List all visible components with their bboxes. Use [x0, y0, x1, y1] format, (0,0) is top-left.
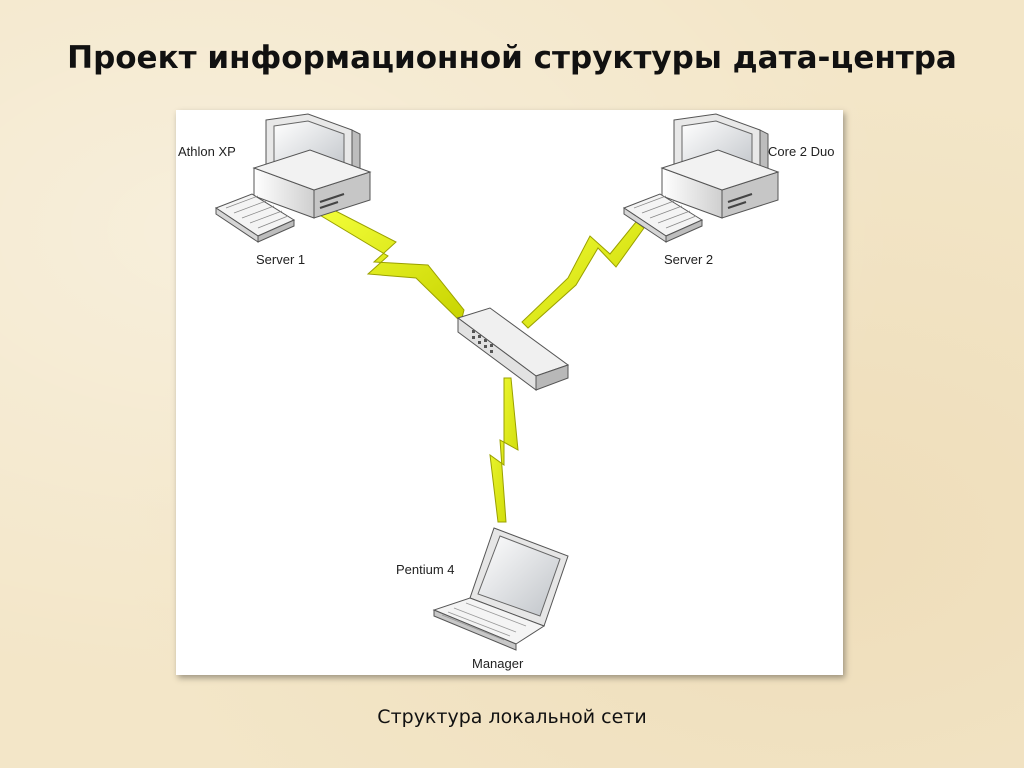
link-server1-switch [317, 204, 465, 323]
diagram-caption: Структура локальной сети [377, 706, 647, 728]
server1-cpu-label: Athlon XP [178, 144, 236, 159]
network-diagram: Athlon XP Server 1 Core 2 Duo Server 2 P… [176, 110, 843, 675]
manager-cpu-label: Pentium 4 [396, 562, 455, 577]
link-server2-switch [521, 221, 645, 329]
link-switch-manager [489, 377, 519, 523]
diagram-canvas [214, 113, 780, 651]
server2-cpu-label: Core 2 Duo [768, 144, 835, 159]
desktop-computer-icon [622, 113, 780, 243]
server2-name-label: Server 2 [664, 252, 714, 267]
manager-name-label: Manager [472, 656, 524, 671]
network-switch-icon [456, 307, 570, 391]
slide-title: Проект информационной структуры дата-цен… [67, 40, 957, 76]
desktop-computer-icon [214, 113, 372, 243]
server1-name-label: Server 1 [256, 252, 306, 267]
laptop-icon [432, 527, 569, 651]
